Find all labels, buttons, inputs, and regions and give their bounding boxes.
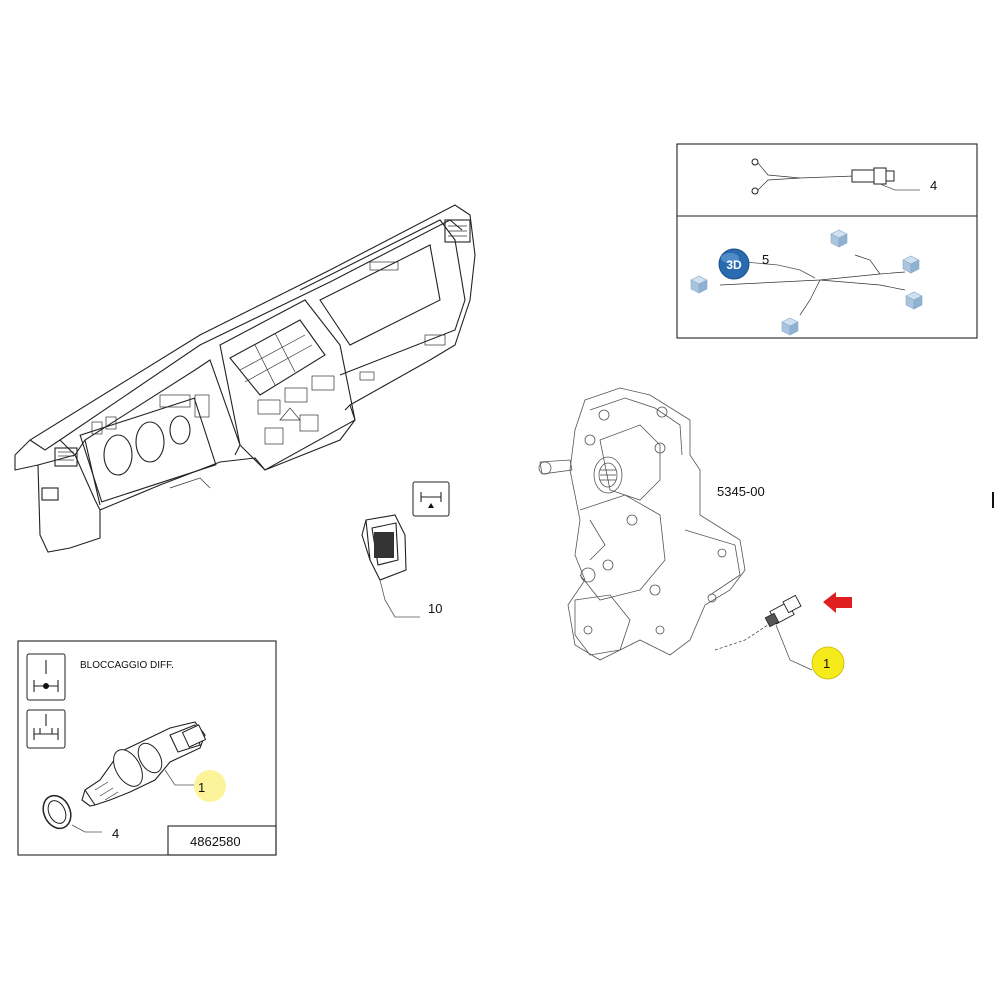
edge-marker	[992, 492, 994, 508]
harness-box	[676, 143, 978, 339]
connector-cubes	[690, 229, 923, 336]
callout-10: 10	[428, 601, 442, 616]
inset-box	[17, 640, 277, 856]
callout-1-highlight[interactable]	[811, 646, 845, 680]
callout-1-inset-highlight[interactable]	[194, 770, 226, 802]
switch-part-10	[361, 481, 450, 618]
callout-4-inset: 4	[112, 826, 119, 841]
sensor-part-1	[714, 594, 813, 671]
callout-1-main: 1	[823, 656, 830, 671]
callout-1-inset: 1	[198, 780, 205, 795]
cube-icon[interactable]	[902, 255, 920, 274]
gearbox-housing	[538, 387, 746, 661]
red-arrow-icon	[823, 592, 852, 613]
cube-icon[interactable]	[905, 291, 923, 310]
assembly-ref-label: 5345-00	[717, 484, 765, 499]
badge-3d[interactable]	[718, 248, 750, 280]
cube-icon[interactable]	[781, 317, 799, 336]
cube-icon[interactable]	[830, 229, 848, 248]
callout-4-top: 4	[930, 178, 937, 193]
badge-3d-label: 3D	[726, 258, 742, 272]
inset-part-number: 4862580	[190, 834, 241, 849]
inset-title: BLOCCAGGIO DIFF.	[80, 660, 174, 671]
dashboard-drawing	[14, 204, 476, 553]
cube-icon[interactable]	[690, 275, 708, 294]
callout-5: 5	[762, 252, 769, 267]
